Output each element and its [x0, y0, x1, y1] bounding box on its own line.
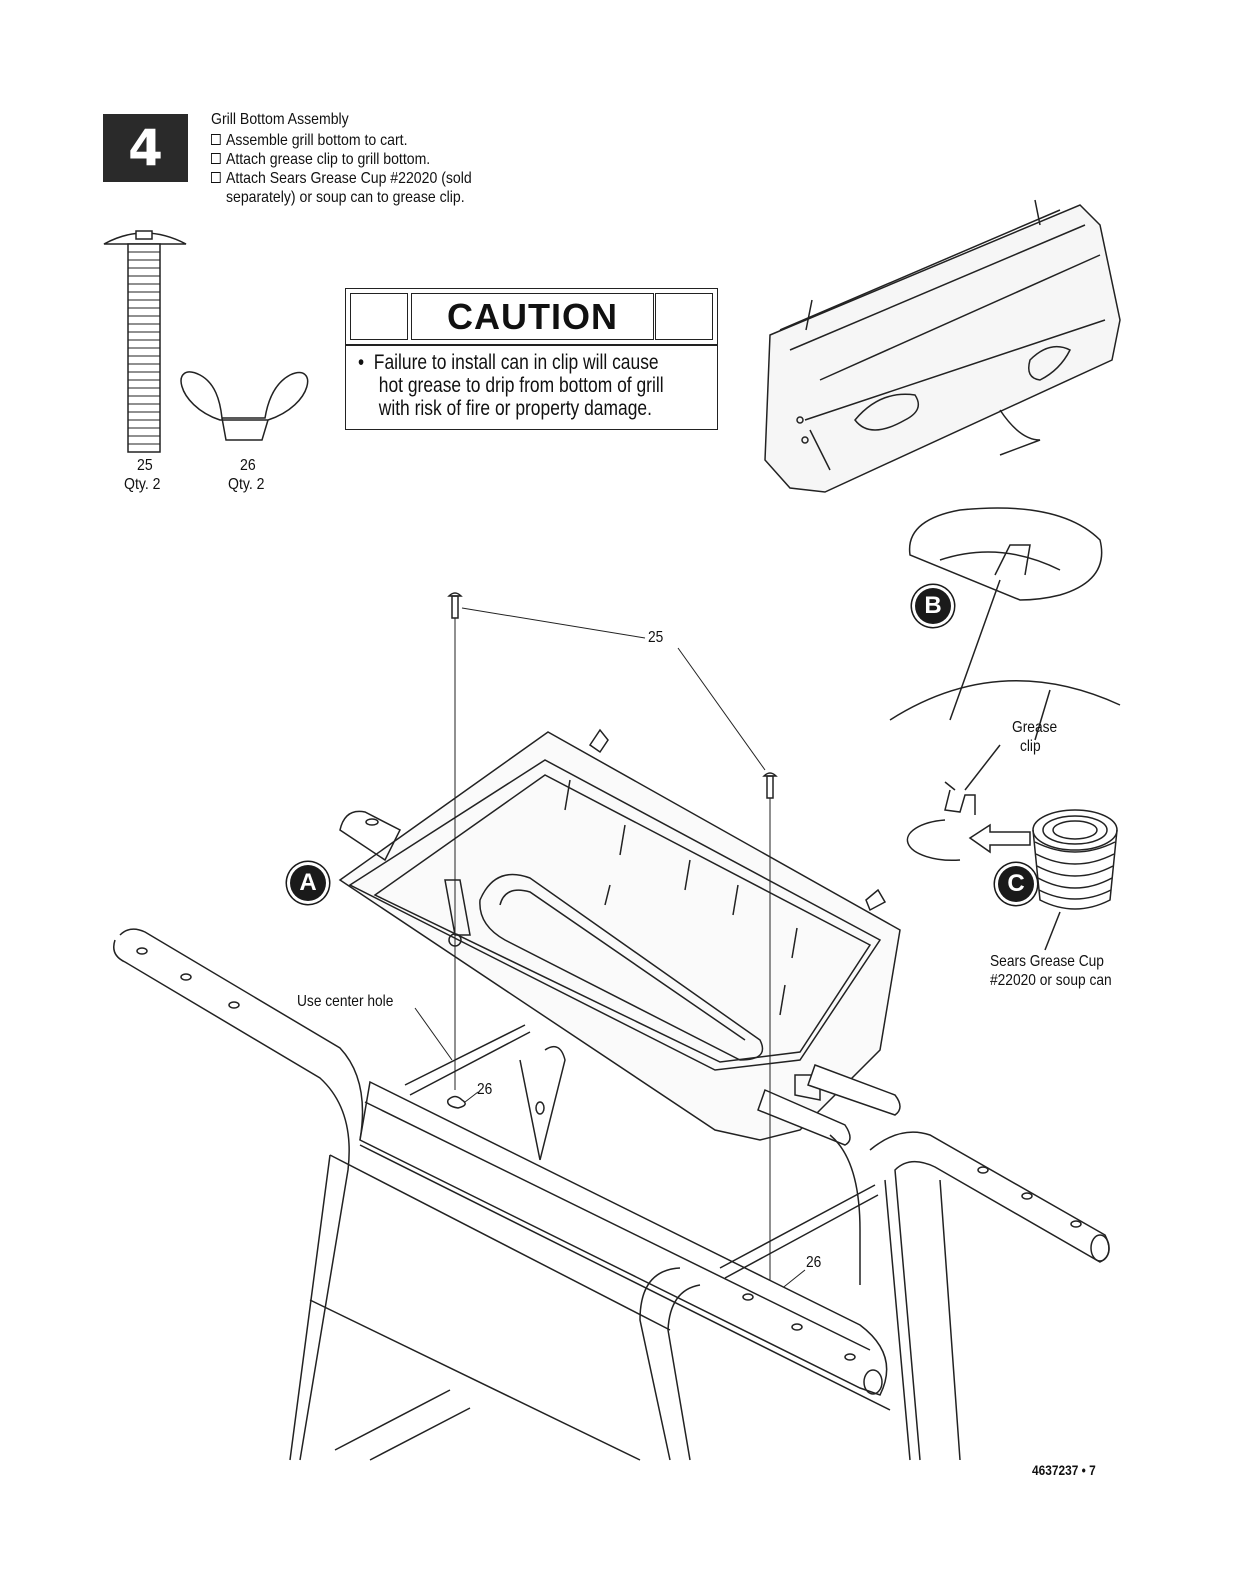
caution-left-icon-cell: [350, 293, 408, 340]
wing-nut-position-1: [446, 1091, 479, 1109]
checklist-item[interactable]: Assemble grill bottom to cart.: [211, 131, 528, 150]
cart-frame: [113, 928, 1110, 1461]
page-footer: 4637237 • 7: [1032, 1462, 1096, 1478]
grease-cup-icon: [1032, 809, 1118, 910]
step-number-badge: 4: [103, 114, 188, 182]
step-title: Grill Bottom Assembly: [211, 111, 349, 128]
part-qty-25: Qty. 2: [124, 476, 161, 493]
step-number: 4: [128, 119, 163, 177]
caution-line: hot grease to drip from bottom of grill: [378, 374, 664, 397]
caution-text: • Failure to install can in clip will ca…: [358, 351, 713, 420]
callout-use-center-hole: Use center hole: [297, 993, 394, 1010]
caution-header: CAUTION: [346, 289, 717, 346]
bullet: •: [358, 351, 365, 374]
caution-title: CAUTION: [411, 293, 654, 340]
caution-box: CAUTION • Failure to install can in clip…: [345, 288, 718, 430]
checklist-item[interactable]: Attach Sears Grease Cup #22020 (sold sep…: [211, 169, 528, 207]
part-number-25: 25: [137, 457, 153, 474]
checklist-item-label: Attach grease clip to grill bottom.: [225, 151, 431, 168]
checklist-item-label: Attach Sears Grease Cup #22020 (sold sep…: [225, 170, 472, 206]
grill-bottom: [338, 728, 901, 1285]
caution-line: with risk of fire or property damage.: [378, 397, 652, 420]
checkbox-icon[interactable]: [211, 172, 221, 183]
callout-grease-clip-1: Grease: [1012, 719, 1058, 736]
checkbox-icon[interactable]: [211, 153, 221, 164]
badge-b: B: [915, 588, 951, 624]
bolt-position-2: [762, 772, 778, 1280]
wing-nut-icon: [180, 371, 309, 441]
checkbox-icon[interactable]: [211, 134, 221, 145]
bolt-position-1: [447, 592, 463, 1090]
step-checklist: Assemble grill bottom to cart. Attach gr…: [211, 131, 571, 207]
bolt-icon: [103, 230, 187, 453]
checklist-item[interactable]: Attach grease clip to grill bottom.: [211, 150, 528, 169]
detail-b-inset: [889, 507, 1121, 741]
callout-grease-cup-1: Sears Grease Cup: [990, 953, 1104, 970]
part-qty-26: Qty. 2: [228, 476, 265, 493]
caution-line: • Failure to install can in clip will ca…: [358, 351, 659, 374]
callout-nut-26-b: 26: [806, 1254, 822, 1271]
badge-a: A: [290, 865, 326, 901]
callout-nut-26-a: 26: [477, 1081, 493, 1098]
caution-line-text: Failure to install can in clip will caus…: [373, 351, 659, 374]
part-number-26: 26: [240, 457, 256, 474]
caution-right-icon-cell: [655, 293, 713, 340]
checklist-item-label: Assemble grill bottom to cart.: [225, 132, 408, 149]
callout-grease-clip-2: clip: [1020, 738, 1041, 755]
callout-screw-25: 25: [648, 629, 664, 646]
detail-c-inset: [906, 744, 1118, 951]
badge-c: C: [998, 866, 1034, 902]
callout-grease-cup-2: #22020 or soup can: [990, 972, 1112, 989]
grill-bottom-inset: [764, 199, 1121, 493]
